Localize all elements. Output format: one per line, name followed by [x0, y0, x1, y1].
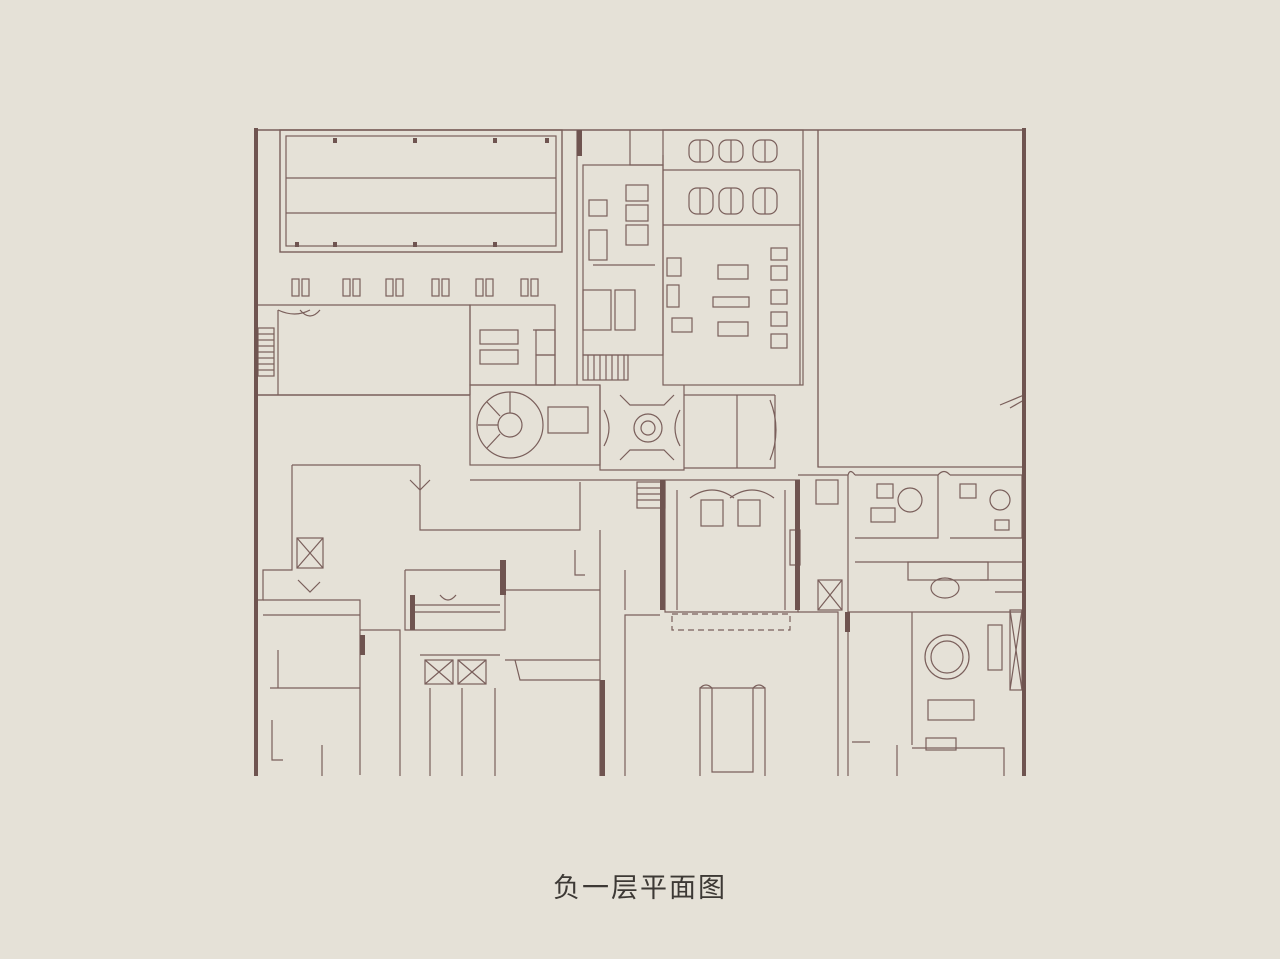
kitchen: [576, 130, 664, 385]
gym: [662, 129, 804, 386]
pool-loungers: [291, 278, 539, 297]
swimming-pool: [279, 129, 563, 253]
pool-lower-rooms: [255, 304, 556, 396]
garage-ramp: [624, 611, 839, 776]
gym-equipment: [666, 247, 788, 349]
gym-table-chairs: [688, 139, 778, 215]
outer-walls: [254, 129, 1025, 776]
left-lower-block: [255, 464, 626, 776]
study-rooms: [798, 470, 1023, 612]
dining: [847, 561, 1024, 776]
structural-columns: [254, 128, 1026, 776]
spiral-stair: [469, 384, 601, 466]
page-caption: 负一层平面图: [553, 873, 727, 904]
central-hall: [470, 385, 800, 481]
